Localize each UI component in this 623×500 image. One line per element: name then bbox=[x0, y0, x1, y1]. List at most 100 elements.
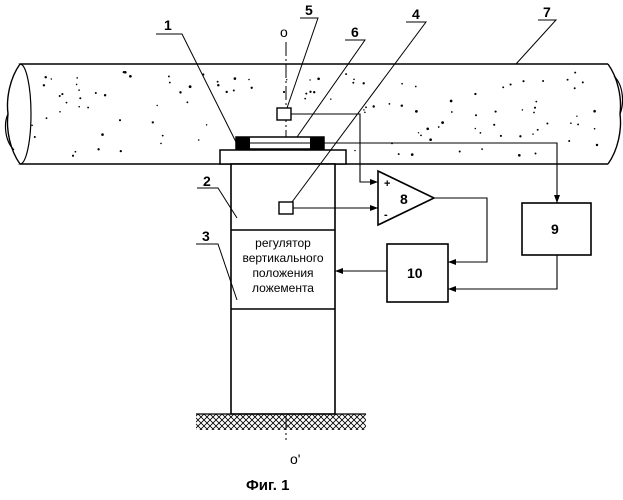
pipe-speckle bbox=[518, 154, 521, 157]
pipe-speckle bbox=[363, 82, 365, 84]
pipe-speckle bbox=[101, 133, 104, 136]
pipe-speckle bbox=[78, 89, 80, 91]
pipe-speckle bbox=[426, 127, 429, 130]
pipe-speckle bbox=[66, 102, 68, 104]
pipe-speckle bbox=[429, 138, 432, 141]
pipe-speckle bbox=[31, 125, 33, 127]
pipe-speckle bbox=[225, 91, 227, 93]
pipe-speckle bbox=[493, 124, 495, 126]
pipe-speckle bbox=[330, 98, 331, 99]
pipe-speckle bbox=[217, 81, 219, 83]
pipe-speckle bbox=[61, 93, 63, 95]
pipe-speckle bbox=[75, 151, 77, 153]
figure-caption: Фиг. 1 bbox=[246, 477, 289, 494]
pipe-speckle bbox=[546, 123, 548, 125]
pipe-speckle bbox=[198, 139, 200, 141]
pipe-speckle bbox=[495, 111, 497, 113]
pipe-speckle bbox=[44, 76, 46, 78]
pipe-speckle bbox=[162, 135, 164, 137]
sensor-6 bbox=[236, 137, 324, 149]
pipe-speckle bbox=[168, 75, 170, 77]
pipe-speckle bbox=[353, 78, 355, 80]
pipe-speckle bbox=[577, 123, 579, 125]
pipe-speckle bbox=[593, 110, 596, 113]
pipe-speckle bbox=[398, 153, 400, 155]
pipe-speckle bbox=[475, 114, 477, 116]
axis-bottom-label: o' bbox=[290, 451, 300, 467]
label-6: 6 bbox=[351, 24, 359, 40]
pipe-speckle bbox=[372, 105, 374, 107]
pipe-speckle bbox=[160, 143, 162, 145]
block-9-label: 9 bbox=[551, 221, 559, 237]
pipe-speckle bbox=[365, 106, 367, 108]
pipe-speckle bbox=[532, 133, 533, 134]
regulator-line-3: положения bbox=[252, 266, 313, 280]
pipe-speckle bbox=[567, 79, 569, 81]
pipe-speckle bbox=[309, 79, 310, 80]
pipe-speckle bbox=[420, 135, 422, 137]
label-4: 4 bbox=[412, 6, 420, 22]
pipe-speckle bbox=[594, 128, 596, 130]
pipe-speckle bbox=[570, 122, 572, 124]
pipe-speckle bbox=[79, 97, 81, 99]
pipe-speckle bbox=[354, 150, 355, 151]
pipe-speckle bbox=[401, 104, 403, 106]
pipe-speckle bbox=[363, 109, 365, 111]
pipe-speckle bbox=[418, 132, 419, 133]
pipe-speckle bbox=[475, 128, 477, 130]
pipe-speckle bbox=[234, 77, 237, 80]
pipe-speckle bbox=[480, 132, 482, 134]
pipe-speckle bbox=[535, 101, 537, 103]
pipe-speckle bbox=[574, 87, 576, 89]
pipe-speckle bbox=[206, 124, 207, 125]
ground-hatching bbox=[196, 414, 366, 430]
pipe-speckle bbox=[104, 94, 106, 96]
pipe-speckle bbox=[534, 107, 536, 109]
pipe-speckle bbox=[286, 79, 287, 80]
pipe-speckle bbox=[152, 121, 154, 123]
pipe-speckle bbox=[129, 75, 132, 78]
pipe-speckle bbox=[345, 73, 347, 75]
pipe-speckle bbox=[304, 98, 306, 100]
pipe-speckle bbox=[582, 81, 584, 83]
pipe-speckle bbox=[59, 95, 61, 97]
pipe-speckle bbox=[251, 87, 253, 89]
pipe-speckle bbox=[352, 82, 354, 84]
pipe-speckle bbox=[51, 78, 52, 79]
label-3: 3 bbox=[202, 228, 210, 244]
pipe-speckle bbox=[500, 135, 502, 137]
pipe-speckle bbox=[305, 93, 307, 95]
amp-plus-sign: + bbox=[384, 178, 390, 190]
regulator-line-4: ложемента bbox=[252, 281, 314, 295]
regulator-line-2: вертикального bbox=[242, 251, 323, 265]
pipe-speckle bbox=[34, 136, 36, 138]
pipe-speckle bbox=[120, 150, 122, 152]
label-7: 7 bbox=[543, 4, 551, 20]
pipe-speckle bbox=[189, 85, 192, 88]
pipe-speckle bbox=[156, 105, 157, 106]
pipe-speckle bbox=[317, 77, 320, 80]
block-8-label: 8 bbox=[400, 191, 408, 207]
pipe-speckle bbox=[537, 129, 539, 131]
block-10-label: 10 bbox=[407, 265, 423, 281]
pipe-speckle bbox=[510, 83, 512, 85]
pipe-speckle bbox=[576, 115, 577, 116]
pipe-speckle bbox=[179, 91, 181, 93]
pipe-speckle bbox=[415, 110, 418, 113]
pipe-speckle bbox=[313, 91, 315, 93]
pipe-speckle bbox=[535, 153, 537, 155]
pipe-speckle bbox=[415, 86, 417, 88]
label-2: 2 bbox=[203, 173, 211, 189]
leader-lines bbox=[156, 18, 556, 300]
pipe-speckle bbox=[186, 101, 188, 103]
cradle-plate-1 bbox=[220, 150, 346, 164]
pipe-speckle bbox=[309, 91, 311, 93]
axis-top-label: o bbox=[280, 24, 288, 40]
pipe-speckle bbox=[411, 153, 414, 156]
pipe-speckle bbox=[568, 140, 570, 142]
pipe-speckle bbox=[574, 72, 576, 74]
pipe-speckle bbox=[72, 155, 74, 157]
pipe-speckle bbox=[519, 135, 521, 137]
pipe-speckle bbox=[522, 109, 524, 111]
